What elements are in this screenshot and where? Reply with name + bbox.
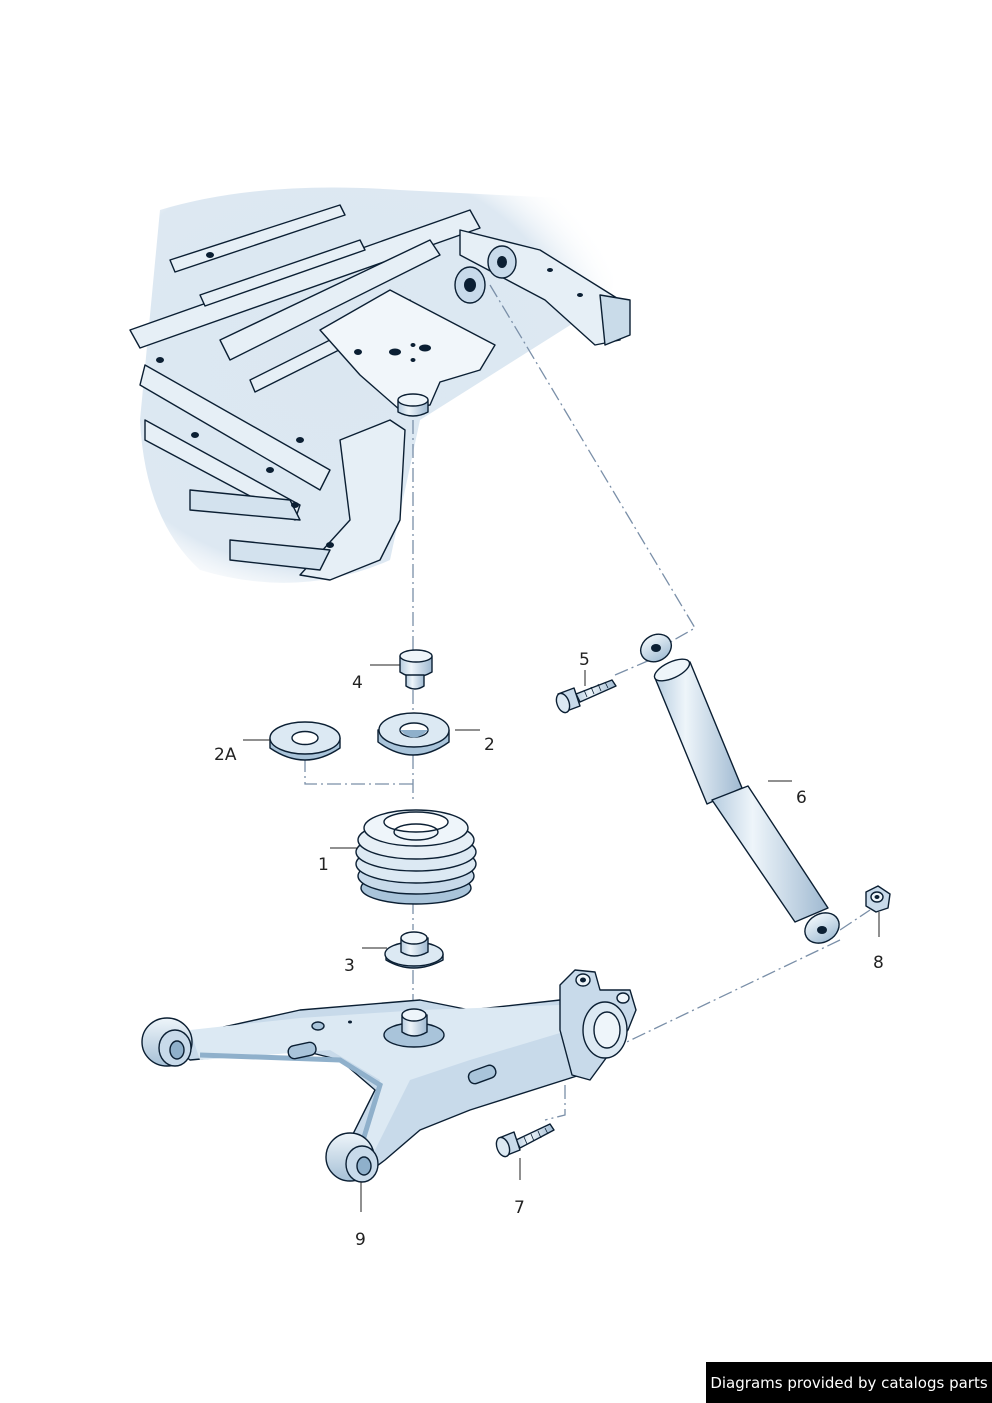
callout-6: 6	[796, 788, 807, 808]
part-7-bolt[interactable]	[494, 1123, 555, 1158]
part-1-coil-spring[interactable]	[355, 809, 477, 905]
frame-shock-mount	[454, 245, 517, 304]
callout-leaders	[243, 664, 880, 1212]
callout-4: 4	[352, 673, 363, 693]
callout-9: 9	[355, 1230, 366, 1250]
part-3-lower-spring-pad[interactable]	[384, 931, 444, 969]
attribution-footer: Diagrams provided by catalogs parts	[706, 1362, 992, 1403]
callout-7: 7	[514, 1198, 525, 1218]
part-8-nut[interactable]	[865, 885, 891, 913]
callout-8: 8	[873, 953, 884, 973]
callout-numbers: 4 2 2A 1 3 5 6 8 7 9	[214, 650, 884, 1250]
part-4-bump-stop[interactable]	[399, 649, 433, 690]
callout-3: 3	[344, 956, 355, 976]
callout-2a: 2A	[214, 745, 237, 765]
part-5-bolt[interactable]	[554, 679, 617, 714]
callout-5: 5	[579, 650, 590, 670]
part-2-spring-pad[interactable]	[377, 712, 450, 756]
frame-holes	[156, 252, 583, 548]
attribution-text: Diagrams provided by catalogs parts	[710, 1373, 988, 1392]
callout-1: 1	[318, 855, 329, 875]
part-6-shock-absorber[interactable]	[636, 629, 845, 949]
part-2a-spring-pad[interactable]	[269, 721, 341, 761]
frame-spring-seat	[397, 393, 429, 417]
part-9-control-arm[interactable]	[141, 969, 637, 1183]
assembly-lines	[304, 284, 871, 1121]
vehicle-frame	[129, 187, 631, 583]
callout-2: 2	[484, 735, 495, 755]
